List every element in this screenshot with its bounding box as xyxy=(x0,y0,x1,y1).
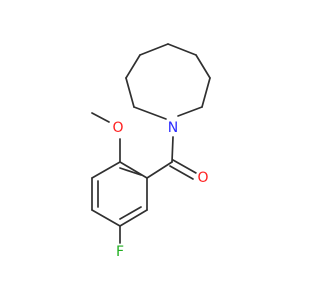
bond-n-carbonyl-c xyxy=(171,136,174,163)
amide-group xyxy=(146,136,197,180)
atom-label-fluorine: F xyxy=(112,244,128,260)
bond-n-c1 xyxy=(177,106,203,117)
bond-c4-c5 xyxy=(139,43,169,56)
atom-label-oxygen-methoxy: O xyxy=(110,120,126,136)
bond-ar1-ar2 xyxy=(119,161,148,179)
nitrogen-label: N xyxy=(168,120,178,136)
atom-label-oxygen-carbonyl: O xyxy=(195,170,211,186)
bond-ar1-ar2-inner xyxy=(119,167,142,176)
bond-ar5-ar6-inner xyxy=(119,206,142,220)
bond-ar5-ar6 xyxy=(119,209,148,227)
bond-c1-c2 xyxy=(201,77,211,108)
methoxy-oxygen-label: O xyxy=(112,120,123,136)
bond-c6-c7 xyxy=(125,77,135,108)
bond-carbonyl-double-a xyxy=(172,159,197,174)
bond-ar4-ar5 xyxy=(91,209,121,227)
bond-c2-c3 xyxy=(195,54,211,79)
carbonyl-oxygen-label: O xyxy=(197,170,208,186)
molecule-structure-diagram: N O O F xyxy=(91,43,211,260)
azepane-ring xyxy=(125,43,211,120)
bond-ar2-ar3 xyxy=(91,161,121,179)
bond-o-methyl xyxy=(91,112,110,123)
benzene-ring xyxy=(91,161,148,227)
methoxy-group xyxy=(91,112,121,163)
atom-label-nitrogen: N xyxy=(165,120,181,136)
bond-c7-n xyxy=(133,106,167,120)
fluorine-label: F xyxy=(116,244,124,260)
bond-carbonyl-double-b xyxy=(169,165,194,180)
bond-c5-c6 xyxy=(125,54,141,79)
bond-carbonyl-c-ring xyxy=(146,161,173,179)
bond-c3-c4 xyxy=(167,43,197,56)
